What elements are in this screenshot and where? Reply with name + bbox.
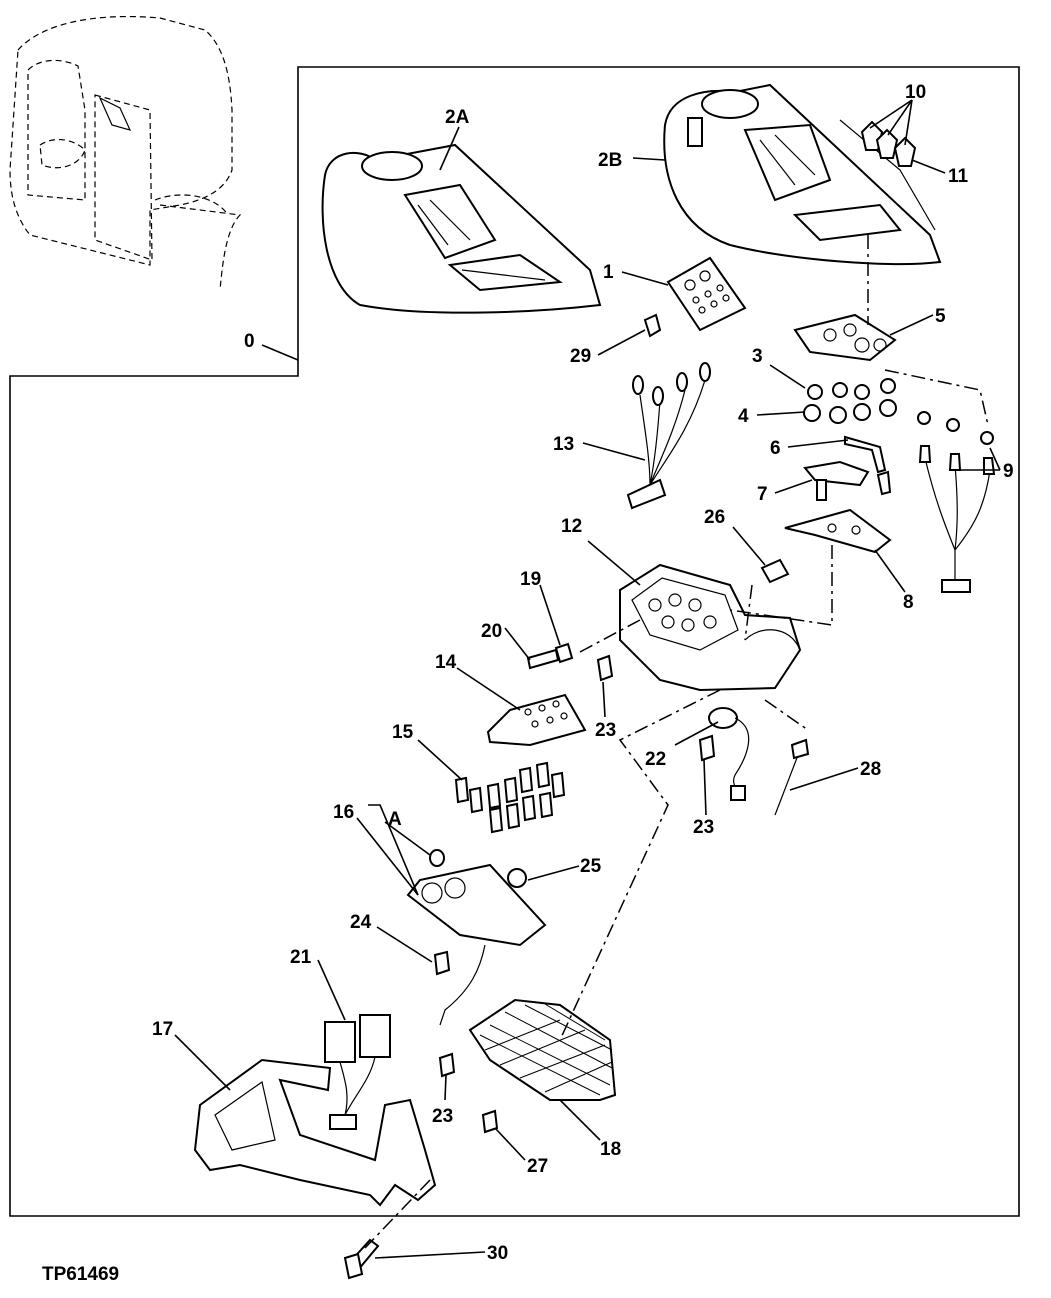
relay-harness-21 xyxy=(324,1014,391,1130)
bracket-7 xyxy=(803,460,870,501)
callout-25: 25 xyxy=(580,856,602,877)
callout-5: 5 xyxy=(935,306,946,327)
harness-9 xyxy=(918,445,996,593)
plate-16 xyxy=(406,863,547,1026)
knob-a xyxy=(429,849,445,867)
bolt-30 xyxy=(343,1238,380,1280)
callout-24: 24 xyxy=(350,912,372,933)
knob-25 xyxy=(507,868,527,888)
callout-7: 7 xyxy=(757,484,768,505)
callout-labels: 0 1 2A 2B 3 4 5 6 7 8 9 10 11 12 13 14 1… xyxy=(152,82,1014,1264)
board-14 xyxy=(486,693,587,747)
callout-21: 21 xyxy=(290,947,312,968)
caps-15 xyxy=(454,761,566,834)
screw-23-top xyxy=(596,654,614,682)
cover-18 xyxy=(468,998,617,1101)
callout-17: 17 xyxy=(152,1019,173,1040)
rod-28 xyxy=(774,738,810,816)
callout-a: A xyxy=(388,809,402,830)
screw-24 xyxy=(433,950,451,976)
switch-22 xyxy=(708,707,750,801)
callout-13: 13 xyxy=(553,434,574,455)
callout-23-b: 23 xyxy=(693,817,714,838)
callout-11: 11 xyxy=(948,166,969,187)
screw-20 xyxy=(526,648,560,670)
callout-30: 30 xyxy=(487,1243,508,1264)
knob-set-10 xyxy=(860,120,917,167)
screw-23-right xyxy=(698,734,716,762)
cab-inset xyxy=(9,15,242,291)
callout-26: 26 xyxy=(704,507,725,528)
figure-reference: TP61469 xyxy=(42,1264,119,1285)
callout-27: 27 xyxy=(527,1156,548,1177)
callout-16: 16 xyxy=(333,802,354,823)
callout-9: 9 xyxy=(1003,461,1014,482)
screw-27 xyxy=(481,1109,499,1134)
callout-12: 12 xyxy=(561,516,582,537)
callout-15: 15 xyxy=(392,722,414,743)
callout-2b: 2B xyxy=(598,150,622,171)
console-cover-2a xyxy=(321,143,602,314)
leader-lines xyxy=(174,99,1001,1259)
plate-8 xyxy=(784,508,892,554)
callout-19: 19 xyxy=(520,569,541,590)
callout-23-c: 23 xyxy=(432,1106,453,1127)
callout-6: 6 xyxy=(770,438,781,459)
callout-29: 29 xyxy=(570,346,591,367)
console-cover-2b xyxy=(663,83,942,265)
callout-23-a: 23 xyxy=(595,720,616,741)
callout-20: 20 xyxy=(481,621,502,642)
screw-23-bottom xyxy=(438,1052,456,1078)
screw-29 xyxy=(643,313,662,338)
callout-22: 22 xyxy=(645,749,666,770)
callout-1: 1 xyxy=(603,262,614,283)
bar-6 xyxy=(844,435,892,496)
switch-plate-5 xyxy=(793,313,897,362)
callout-28: 28 xyxy=(860,759,881,780)
keypad-1 xyxy=(666,256,747,332)
callout-3: 3 xyxy=(752,346,763,367)
callout-4: 4 xyxy=(738,406,749,427)
callout-8: 8 xyxy=(903,592,914,613)
switch-26 xyxy=(760,558,790,584)
clip-19 xyxy=(554,642,574,664)
switch-nuts-3-4 xyxy=(803,378,994,445)
harness-13 xyxy=(626,362,711,510)
callout-10: 10 xyxy=(905,82,926,103)
bracket-17 xyxy=(193,1058,437,1207)
callout-2a: 2A xyxy=(445,107,470,128)
callout-18: 18 xyxy=(600,1139,621,1160)
callout-14: 14 xyxy=(435,652,457,673)
control-box-12 xyxy=(619,563,802,692)
assembly-lines xyxy=(364,235,989,1249)
frame-border xyxy=(9,66,1020,1217)
callout-0: 0 xyxy=(244,331,255,352)
